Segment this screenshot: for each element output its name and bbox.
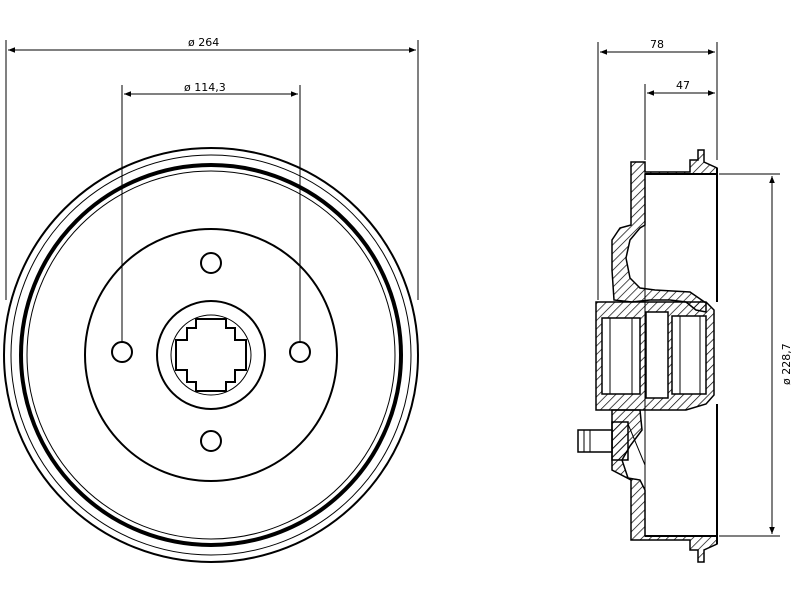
bolt-hole-bottom bbox=[200, 430, 222, 452]
hub-bore-outer bbox=[601, 317, 641, 395]
wheel-stud bbox=[577, 429, 613, 453]
front-view: ø 264 ø 114,3 bbox=[3, 36, 419, 563]
overall-width-label: 78 bbox=[650, 38, 664, 51]
hub-bore-ring bbox=[170, 314, 252, 396]
outer-diameter-label: ø 264 bbox=[188, 36, 219, 49]
hub-bore-inner bbox=[645, 311, 669, 399]
side-section-view: 78 47 ø 228,7 bbox=[577, 38, 793, 563]
splined-bore bbox=[175, 318, 247, 392]
bolt-circle-label: ø 114,3 bbox=[184, 81, 226, 94]
drum-outer-rim bbox=[3, 147, 419, 563]
stud-head bbox=[611, 421, 629, 461]
section-upper-wall bbox=[611, 149, 718, 313]
bolt-hole-right bbox=[289, 341, 311, 363]
bolt-hole-top bbox=[200, 252, 222, 274]
drum-rim-groove-outer bbox=[10, 154, 412, 556]
stud-cross-line bbox=[627, 423, 646, 466]
bolt-hole-left bbox=[111, 341, 133, 363]
hub-bore-end bbox=[671, 315, 707, 395]
inner-diameter-label: ø 228,7 bbox=[780, 343, 793, 385]
hub-width-label: 47 bbox=[676, 79, 690, 92]
drum-rim-groove bbox=[19, 163, 403, 547]
hub-outer bbox=[156, 300, 266, 410]
hub-flange bbox=[84, 228, 338, 482]
drum-inner-ring bbox=[26, 170, 396, 540]
